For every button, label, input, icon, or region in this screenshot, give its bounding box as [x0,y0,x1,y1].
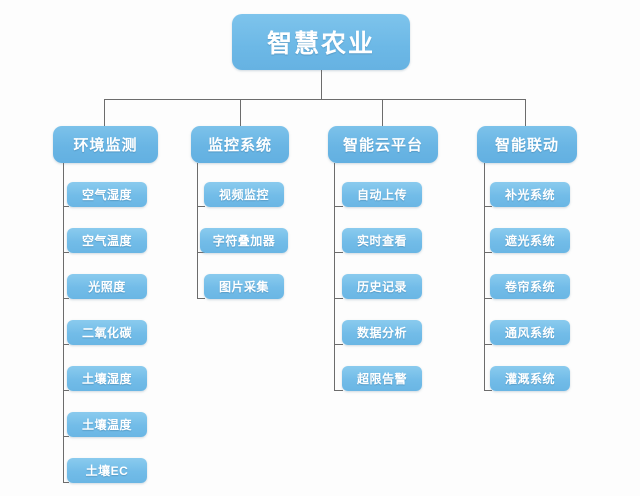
leaf-node-label: 空气湿度 [81,188,132,202]
leaf-node-supplemental-light-system[interactable]: 补光系统 [490,182,570,207]
connector-elbow-1-7 [63,482,69,483]
connector-trunk-3 [334,163,335,391]
leaf-node-label: 土壤湿度 [81,372,132,386]
branch-node-label: 智能云平台 [342,137,423,154]
leaf-node-irrigation-system[interactable]: 灌溉系统 [490,366,570,391]
leaf-node-illuminance[interactable]: 光照度 [67,274,147,299]
branch-node-label: 智能联动 [494,137,559,154]
leaf-node-auto-upload[interactable]: 自动上传 [342,182,422,207]
leaf-node-history-record[interactable]: 历史记录 [342,274,422,299]
leaf-node-label: 自动上传 [356,188,407,202]
leaf-node-label: 图片采集 [218,280,269,294]
connector-elbow-3-3 [334,298,343,299]
leaf-node-soil-ec[interactable]: 土壤EC [67,458,147,483]
leaf-node-label: 实时查看 [356,234,407,248]
leaf-node-label: 灌溉系统 [504,372,555,386]
root-node-label: 智慧农业 [266,30,375,58]
leaf-node-roller-blind-system[interactable]: 卷帘系统 [490,274,570,299]
leaf-node-soil-humidity[interactable]: 土壤湿度 [67,366,147,391]
connector-bus-drop-2 [240,99,241,126]
connector-elbow-2-1 [197,206,205,207]
leaf-node-shading-system[interactable]: 遮光系统 [490,228,570,253]
connector-elbow-3-5 [334,390,343,391]
connector-elbow-1-1 [63,206,69,207]
leaf-node-label: 土壤温度 [81,418,132,432]
leaf-node-label: 遮光系统 [504,234,555,248]
leaf-node-label: 二氧化碳 [81,326,132,340]
leaf-node-air-temperature[interactable]: 空气温度 [67,228,147,253]
leaf-node-label: 土壤EC [85,464,129,478]
leaf-node-label: 空气温度 [81,234,132,248]
leaf-node-soil-temperature[interactable]: 土壤温度 [67,412,147,437]
connector-elbow-2-2 [197,252,205,253]
connector-elbow-1-2 [63,252,69,253]
connector-root-bus [104,99,526,100]
leaf-node-label: 光照度 [88,280,126,294]
leaf-node-character-overlay[interactable]: 字符叠加器 [200,228,288,253]
connector-bus-drop-4 [525,99,526,126]
connector-trunk-1 [63,163,64,483]
leaf-node-label: 补光系统 [504,188,555,202]
leaf-node-threshold-alarm[interactable]: 超限告警 [342,366,422,391]
connector-elbow-1-3 [63,298,69,299]
root-node-smart-agriculture[interactable]: 智慧农业 [232,14,410,70]
leaf-node-label: 超限告警 [356,372,407,386]
leaf-node-image-capture[interactable]: 图片采集 [204,274,284,299]
leaf-node-data-analysis[interactable]: 数据分析 [342,320,422,345]
leaf-node-label: 卷帘系统 [504,280,555,294]
connector-elbow-4-4 [484,344,492,345]
connector-elbow-4-5 [484,390,492,391]
connector-elbow-2-3 [197,298,205,299]
connector-root-stem [321,70,322,99]
leaf-node-ventilation-system[interactable]: 通风系统 [490,320,570,345]
connector-elbow-4-1 [484,206,492,207]
branch-node-surveillance-system[interactable]: 监控系统 [191,126,289,163]
branch-node-smart-cloud-platform[interactable]: 智能云平台 [328,126,438,163]
leaf-node-label: 通风系统 [504,326,555,340]
leaf-node-video-surveillance[interactable]: 视频监控 [204,182,284,207]
connector-bus-drop-3 [382,99,383,126]
leaf-node-label: 历史记录 [356,280,407,294]
connector-bus-drop-1 [104,99,105,126]
connector-elbow-3-2 [334,252,343,253]
connector-elbow-3-4 [334,344,343,345]
connector-elbow-1-4 [63,344,69,345]
connector-elbow-4-2 [484,252,492,253]
leaf-node-realtime-view[interactable]: 实时查看 [342,228,422,253]
connector-elbow-1-6 [63,436,69,437]
leaf-node-air-humidity[interactable]: 空气湿度 [67,182,147,207]
branch-node-smart-linkage[interactable]: 智能联动 [477,126,577,163]
leaf-node-label: 视频监控 [218,188,269,202]
branch-node-label: 监控系统 [207,137,272,154]
leaf-node-carbon-dioxide[interactable]: 二氧化碳 [67,320,147,345]
leaf-node-label: 数据分析 [356,326,407,340]
leaf-node-label: 字符叠加器 [212,234,276,248]
branch-node-label: 环境监测 [73,137,138,154]
connector-elbow-4-3 [484,298,492,299]
branch-node-environment-monitoring[interactable]: 环境监测 [53,126,158,163]
connector-elbow-3-1 [334,206,343,207]
connector-elbow-1-5 [63,390,69,391]
connector-trunk-4 [484,163,485,391]
connector-trunk-2 [197,163,198,299]
